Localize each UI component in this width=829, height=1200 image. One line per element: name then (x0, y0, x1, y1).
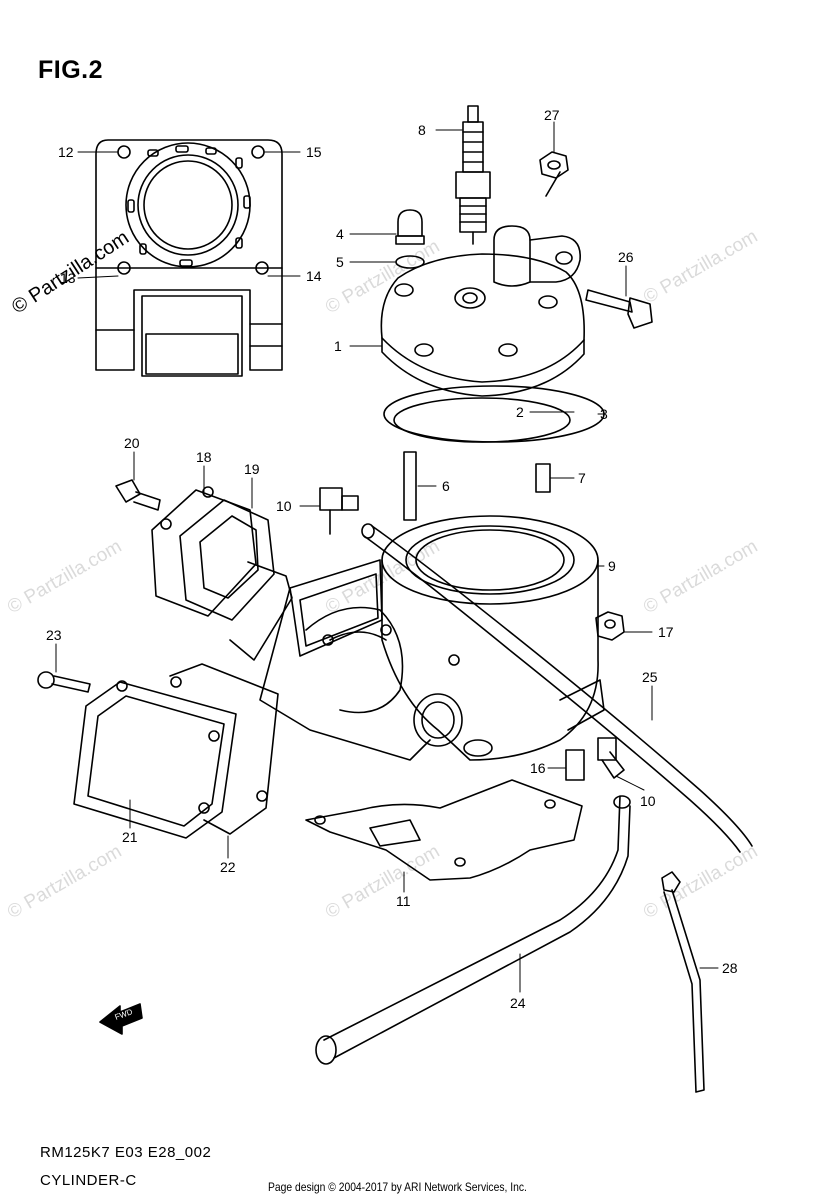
callout-9: 9 (608, 558, 616, 574)
hose-25-edge (363, 535, 741, 853)
cylinder-body (259, 515, 605, 761)
bolt-26 (585, 289, 653, 329)
callout-26: 26 (618, 249, 634, 265)
callout-1: 1 (334, 338, 342, 354)
callout-21: 21 (122, 829, 138, 845)
fitting-10-upper (319, 487, 359, 535)
cylinder-top-view (95, 139, 283, 377)
callout-23: 23 (46, 627, 62, 643)
callout-24: 24 (510, 995, 526, 1011)
callout-17: 17 (658, 624, 674, 640)
base-gasket-11 (305, 779, 583, 881)
callout-16: 16 (530, 760, 546, 776)
callout-4: 4 (336, 226, 344, 242)
hose-24 (315, 795, 631, 1065)
dowel-7 (535, 463, 551, 493)
figure-label: FIG.2 (38, 56, 104, 84)
callout-19: 19 (244, 461, 260, 477)
callout-10-lower: 10 (640, 793, 656, 809)
callout-5: 5 (336, 254, 344, 270)
callout-6: 6 (442, 478, 450, 494)
callout-labels: 12 15 13 14 8 27 4 5 26 1 2 3 6 7 20 18 … (46, 107, 738, 1022)
stud-6 (403, 451, 417, 521)
gasket-22 (169, 663, 279, 835)
callout-7: 7 (578, 470, 586, 486)
callout-8: 8 (418, 122, 426, 138)
bolt-23 (37, 671, 91, 693)
cable-tie-28 (661, 871, 705, 1093)
callout-22: 22 (220, 859, 236, 875)
callout-3: 3 (600, 406, 608, 422)
cap-nut-4 (395, 209, 425, 245)
reed-gasket-22-upper (229, 561, 293, 661)
spacer-16 (565, 749, 585, 781)
nut-27 (539, 151, 569, 197)
gasket-3 (383, 385, 605, 443)
callout-20: 20 (124, 435, 140, 451)
reed-gasket-18 (151, 486, 257, 617)
cylinder-head (380, 225, 585, 397)
diagram-title: CYLINDER-C (40, 1172, 137, 1189)
leader-lines (55, 121, 719, 993)
callout-18: 18 (196, 449, 212, 465)
callout-14: 14 (306, 268, 322, 284)
callout-25: 25 (642, 669, 658, 685)
cover-21 (73, 680, 237, 839)
callout-28: 28 (722, 960, 738, 976)
reed-gasket-19 (179, 499, 275, 621)
nut-17 (595, 611, 625, 641)
spark-plug (455, 105, 491, 245)
callout-10-upper: 10 (276, 498, 292, 514)
hose-25 (371, 525, 753, 847)
bolt-20 (115, 479, 161, 511)
callout-11: 11 (396, 893, 411, 909)
fitting-10-lower (597, 737, 625, 779)
callout-13: 13 (60, 270, 76, 286)
callout-27: 27 (544, 107, 560, 123)
callout-2: 2 (516, 404, 524, 420)
fwd-arrow-icon (99, 1003, 143, 1035)
callout-12: 12 (58, 144, 74, 160)
footer-copyright: Page design © 2004-2017 by ARI Network S… (268, 1180, 527, 1194)
diagram-code: RM125K7 E03 E28_002 (40, 1144, 212, 1161)
callout-15: 15 (306, 144, 322, 160)
